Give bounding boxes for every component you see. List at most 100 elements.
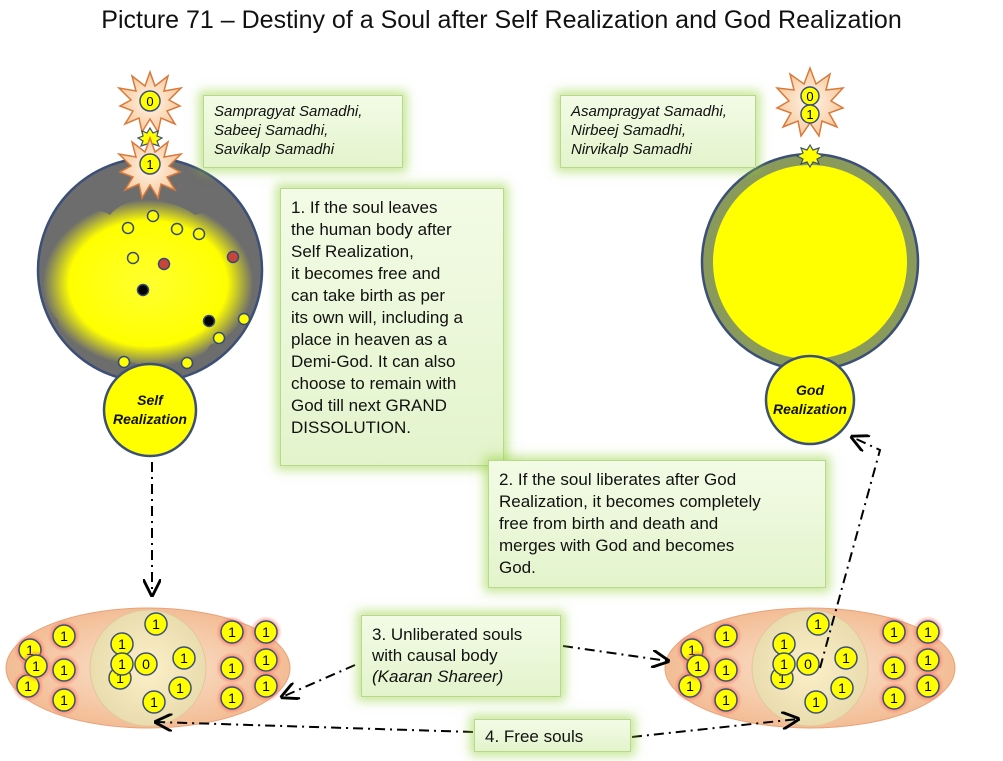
arrow-free-right (631, 719, 798, 738)
outer-soul-label: 1 (262, 624, 270, 640)
outer-soul-label: 1 (688, 642, 696, 658)
outer-soul-label: 1 (228, 660, 236, 676)
samadhi-left-box: Sampragyat Samadhi,Sabeej Samadhi,Savika… (203, 95, 403, 168)
outer-soul-label: 1 (722, 692, 730, 708)
center-soul-label: 0 (142, 656, 150, 672)
inner-soul-label: 1 (152, 616, 160, 632)
note-free-souls: 4. Free souls (474, 719, 631, 752)
star-value-left-top: 0 (146, 94, 153, 109)
inner-soul (172, 646, 196, 670)
inner-soul (830, 676, 854, 700)
god-realization-sphere (700, 152, 920, 446)
right-star (775, 65, 845, 169)
self-realization-badge (102, 362, 198, 458)
outer-soul-label: 1 (32, 658, 40, 674)
god-realization-badge (764, 354, 856, 446)
inner-soul (110, 652, 134, 676)
outer-soul-label: 1 (694, 658, 702, 674)
self-glow (42, 199, 254, 367)
outer-soul-label: 1 (24, 678, 32, 694)
self-realization-sphere (36, 156, 264, 458)
page-title: Picture 71 – Destiny of a Soul after Sel… (101, 6, 902, 34)
inner-soul-label: 1 (118, 636, 126, 652)
arrow-free-left (156, 722, 474, 733)
left-star-stack (116, 69, 184, 200)
outer-soul-label: 1 (228, 690, 236, 706)
soul-dots (117, 209, 251, 370)
outer-soul-label: 1 (890, 660, 898, 676)
arrow-unliberated-left (282, 664, 356, 697)
outer-soul (714, 624, 738, 648)
inner-soul (834, 646, 858, 670)
outer-soul (52, 658, 76, 682)
outer-soul (220, 620, 244, 644)
outer-soul (882, 656, 906, 680)
outer-soul (916, 620, 940, 644)
outer-soul-label: 1 (26, 642, 34, 658)
samadhi-right-box: Asampragyat Samadhi,Nirbeej Samadhi,Nirv… (560, 95, 756, 168)
inner-soul (772, 652, 796, 676)
inner-soul-label: 1 (780, 656, 788, 672)
outer-soul-label: 1 (924, 624, 932, 640)
inner-soul (806, 612, 830, 636)
outer-soul (714, 688, 738, 712)
outer-soul-label: 1 (924, 652, 932, 668)
outer-soul (24, 654, 48, 678)
inner-soul-label: 1 (116, 670, 124, 686)
outer-soul-label: 1 (60, 662, 68, 678)
outer-soul (52, 688, 76, 712)
outer-soul (714, 658, 738, 682)
inner-soul-label: 1 (180, 650, 188, 666)
outer-soul (882, 686, 906, 710)
outer-soul (254, 620, 278, 644)
inner-soul-label: 1 (838, 680, 846, 696)
small-spark-icon (795, 143, 825, 169)
outer-soul (220, 686, 244, 710)
outer-soul-label: 1 (60, 692, 68, 708)
arrow-unliberated-right (562, 645, 668, 661)
inner-soul (144, 612, 168, 636)
center-soul (796, 652, 820, 676)
inner-soul-label: 1 (814, 616, 822, 632)
inner-soul (168, 676, 192, 700)
outer-soul (220, 656, 244, 680)
outer-soul (882, 620, 906, 644)
outer-soul-label: 1 (686, 678, 694, 694)
inner-soul-label: 1 (780, 636, 788, 652)
outer-soul-label: 1 (924, 678, 932, 694)
center-soul (134, 652, 158, 676)
outer-soul-label: 1 (60, 628, 68, 644)
outer-soul (916, 674, 940, 698)
inner-soul-label: 1 (176, 680, 184, 696)
inner-soul (804, 690, 828, 714)
outer-soul (686, 654, 710, 678)
outer-soul-label: 1 (890, 690, 898, 706)
outer-soul (52, 624, 76, 648)
inner-soul-label: 1 (118, 656, 126, 672)
star-value-right-bottom: 1 (806, 107, 813, 122)
arrows (152, 437, 882, 738)
outer-soul-label: 1 (890, 624, 898, 640)
star-value-right-top: 0 (806, 89, 813, 104)
star-value-left-bottom: 1 (146, 157, 153, 172)
inner-soul-label: 1 (812, 694, 820, 710)
center-soul-label: 0 (804, 656, 812, 672)
outer-soul-label: 1 (262, 652, 270, 668)
inner-soul-label: 1 (150, 694, 158, 710)
outer-soul-label: 1 (262, 678, 270, 694)
outer-soul (254, 674, 278, 698)
outer-soul-label: 1 (722, 662, 730, 678)
outer-soul-label: 1 (228, 624, 236, 640)
arrow-cluster-to-god (819, 437, 882, 669)
inner-soul-label: 1 (842, 650, 850, 666)
inner-soul-label: 1 (778, 670, 786, 686)
outer-soul-label: 1 (722, 628, 730, 644)
